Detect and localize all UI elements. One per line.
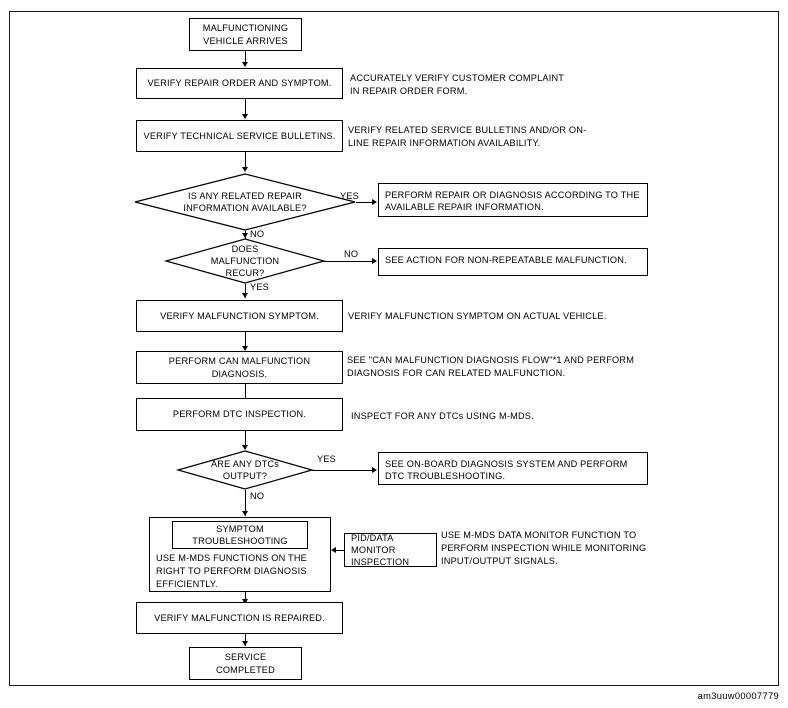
node-symptom-body-text: USE M-MDS FUNCTIONS ON THE RIGHT TO PERF…	[156, 553, 308, 590]
connector-dtc-no	[245, 490, 246, 516]
branch-label-info-no: NO	[250, 229, 265, 239]
node-decision-recur-label: DOES MALFUNCTION RECUR?	[210, 243, 280, 279]
arrowhead-verify-order	[242, 62, 248, 67]
connector-symptom-to-can	[245, 332, 246, 346]
note-pid-monitor: USE M-MDS DATA MONITOR FUNCTION TO PERFO…	[441, 530, 647, 567]
note-dtc-inspection: INSPECT FOR ANY DTCs USING M-MDS.	[351, 411, 534, 421]
node-can-diagnosis: PERFORM CAN MALFUNCTION DIAGNOSIS.	[136, 351, 343, 384]
arrowhead-dtc-yes	[372, 467, 377, 473]
outcome-repair-info-action: PERFORM REPAIR OR DIAGNOSIS ACCORDING TO…	[378, 183, 648, 217]
note-verify-tsb: VERIFY RELATED SERVICE BULLETINS AND/OR …	[348, 125, 587, 149]
node-pid-monitor: PID/DATA MONITOR INSPECTION	[344, 533, 437, 567]
node-symptom-troubleshooting: SYMPTOM TROUBLESHOOTING	[172, 521, 308, 549]
connector-recur-no	[324, 261, 374, 262]
branch-label-recur-yes: YES	[250, 282, 269, 292]
connector-symptom-to-verify-repaired	[245, 592, 246, 604]
diamond-shape-recur	[163, 238, 327, 284]
arrowhead-recur-no	[372, 258, 377, 264]
node-decision-dtc: ARE ANY DTCs OUTPUT?	[175, 450, 315, 490]
arrowhead-info-no	[242, 233, 248, 238]
node-verify-tsb: VERIFY TECHNICAL SERVICE BULLETINS.	[136, 120, 343, 152]
node-service-completed: SERVICE COMPLETED	[189, 647, 302, 680]
arrowhead-verify-tsb	[242, 114, 248, 119]
branch-label-dtc-yes: YES	[317, 454, 336, 464]
branch-label-recur-no: NO	[344, 249, 359, 259]
outcome-dtc-troubleshooting-label: SEE ON-BOARD DIAGNOSIS SYSTEM AND PERFOR…	[385, 459, 628, 482]
note-verify-order: ACCURATELY VERIFY CUSTOMER COMPLAINT IN …	[350, 73, 565, 97]
arrowhead-pid-to-symptom	[331, 547, 336, 553]
node-decision-dtc-label: ARE ANY DTCs OUTPUT?	[210, 458, 280, 481]
node-decision-info: IS ANY RELATED REPAIR INFORMATION AVAILA…	[134, 173, 356, 231]
node-decision-info-label: IS ANY RELATED REPAIR INFORMATION AVAILA…	[183, 190, 307, 213]
node-service-completed-label: SERVICE COMPLETED	[216, 652, 275, 675]
node-verify-order: VERIFY REPAIR ORDER AND SYMPTOM.	[136, 68, 343, 99]
node-verify-order-label: VERIFY REPAIR ORDER AND SYMPTOM.	[147, 78, 332, 89]
connector-can-to-dtc	[245, 384, 246, 398]
node-verify-symptom: VERIFY MALFUNCTION SYMPTOM.	[136, 300, 343, 332]
note-can-diagnosis: SEE "CAN MALFUNCTION DIAGNOSIS FLOW"*1 A…	[347, 355, 635, 379]
node-dtc-inspection: PERFORM DTC INSPECTION.	[136, 398, 343, 431]
diamond-shape-dtc	[175, 450, 315, 490]
node-decision-recur: DOES MALFUNCTION RECUR?	[163, 238, 327, 284]
branch-label-info-yes: YES	[340, 191, 359, 201]
node-verify-repaired: VERIFY MALFUNCTION IS REPAIRED.	[136, 602, 343, 634]
node-start: MALFUNCTIONING VEHICLE ARRIVES	[189, 18, 302, 51]
outcome-non-repeatable-label: SEE ACTION FOR NON-REPEATABLE MALFUNCTIO…	[385, 255, 627, 265]
connector-repaired-to-completed	[245, 634, 246, 646]
arrowhead-service-completed	[242, 641, 248, 646]
arrowhead-verify-repaired	[242, 599, 248, 604]
node-pid-monitor-label: PID/DATA MONITOR INSPECTION	[351, 532, 410, 568]
node-verify-tsb-label: VERIFY TECHNICAL SERVICE BULLETINS.	[143, 130, 336, 141]
node-symptom-troubleshooting-label: SYMPTOM TROUBLESHOOTING	[192, 523, 288, 546]
connector-dtc-yes	[312, 470, 374, 471]
connector-tsb-to-decision-info	[245, 152, 246, 167]
diamond-shape-info	[134, 173, 356, 231]
connector-dtc-to-decision-dtc	[245, 431, 246, 447]
branch-label-dtc-no: NO	[250, 491, 265, 501]
arrowhead-decision-info	[242, 167, 248, 172]
node-dtc-inspection-label: PERFORM DTC INSPECTION.	[172, 409, 307, 420]
connector-info-yes	[356, 202, 374, 203]
page-border-frame	[9, 11, 779, 686]
arrowhead-can-diagnosis	[242, 346, 248, 351]
outcome-repair-info-label: PERFORM REPAIR OR DIAGNOSIS ACCORDING TO…	[385, 190, 640, 213]
arrowhead-info-yes	[372, 199, 377, 205]
connector-pid-to-symptom	[336, 550, 345, 551]
node-verify-repaired-label: VERIFY MALFUNCTION IS REPAIRED.	[154, 612, 325, 623]
arrowhead-dtc-no	[242, 511, 248, 516]
connector-start-to-verify-order	[245, 51, 246, 62]
connector-verify-order-to-tsb	[245, 99, 246, 114]
node-verify-symptom-label: VERIFY MALFUNCTION SYMPTOM.	[160, 310, 319, 321]
node-can-diagnosis-label: PERFORM CAN MALFUNCTION DIAGNOSIS.	[168, 356, 311, 379]
outcome-dtc-troubleshooting-action: SEE ON-BOARD DIAGNOSIS SYSTEM AND PERFOR…	[378, 452, 648, 485]
note-verify-symptom: VERIFY MALFUNCTION SYMPTOM ON ACTUAL VEH…	[348, 311, 607, 321]
reference-code: am3uuw00007779	[697, 690, 779, 701]
arrowhead-decision-dtc	[242, 445, 248, 450]
node-start-label: MALFUNCTIONING VEHICLE ARRIVES	[202, 23, 289, 46]
outcome-non-repeatable-action: SEE ACTION FOR NON-REPEATABLE MALFUNCTIO…	[378, 248, 648, 276]
arrowhead-recur-yes	[242, 293, 248, 298]
connector-recur-yes	[245, 284, 246, 298]
